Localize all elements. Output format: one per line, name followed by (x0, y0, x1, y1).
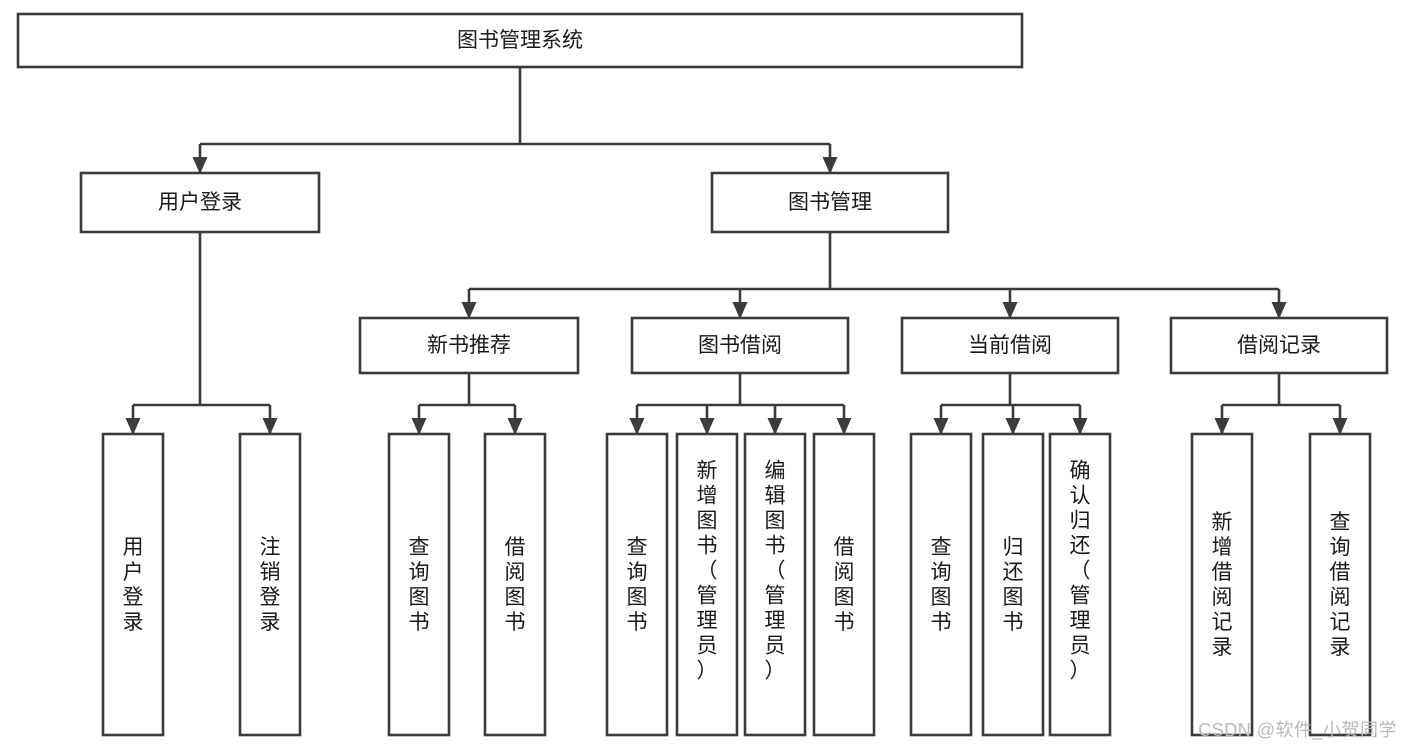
node-label-borrow-record: 借阅记录 (1237, 334, 1321, 357)
node-label-leaf-return-book: 归还图书 (1003, 536, 1024, 634)
node-user-login[interactable]: 用户登录 (79, 171, 321, 234)
node-box-leaf-return-book[interactable] (981, 432, 1045, 737)
node-label-leaf-user-logout: 注销登录 (260, 536, 281, 634)
node-box-borrow-record[interactable] (1169, 316, 1389, 375)
node-box-leaf-add-borrow-record[interactable] (1190, 432, 1254, 737)
node-new-book-recommend[interactable]: 新书推荐 (358, 316, 580, 375)
node-box-leaf-user-logout[interactable] (238, 432, 302, 737)
node-leaf-edit-book-admin[interactable]: 编辑图书（管理员） (743, 432, 807, 737)
node-box-current-borrow[interactable] (900, 316, 1120, 375)
node-label-leaf-borrow-book-1: 借阅图书 (505, 536, 526, 634)
node-box-leaf-user-login[interactable] (101, 432, 165, 737)
node-label-leaf-borrow-book-2: 借阅图书 (834, 536, 855, 634)
node-leaf-query-book-1[interactable]: 查询图书 (387, 432, 451, 737)
arrow-head-icon (699, 418, 715, 435)
node-label-leaf-query-book-3: 查询图书 (931, 536, 952, 634)
arrow-head-icon (1072, 418, 1088, 435)
node-box-leaf-confirm-return-admin[interactable] (1048, 432, 1112, 737)
arrow-head-icon (767, 418, 783, 435)
node-box-root[interactable] (16, 12, 1024, 69)
node-box-leaf-query-borrow-record[interactable] (1308, 432, 1372, 737)
node-label-leaf-add-book-admin: 新增图书（管理员） (697, 460, 718, 683)
node-leaf-query-borrow-record[interactable]: 查询借阅记录 (1308, 432, 1372, 737)
node-label-book-borrow: 图书借阅 (698, 334, 782, 357)
node-box-book-manage[interactable] (710, 171, 950, 234)
node-label-current-borrow: 当前借阅 (968, 334, 1052, 357)
node-box-leaf-query-book-3[interactable] (909, 432, 973, 737)
node-label-leaf-query-book-1: 查询图书 (409, 536, 430, 634)
node-label-leaf-query-book-2: 查询图书 (627, 536, 648, 634)
node-box-leaf-query-book-2[interactable] (605, 432, 669, 737)
arrow-head-icon (507, 418, 523, 435)
arrow-head-icon (822, 157, 838, 174)
node-book-manage[interactable]: 图书管理 (710, 171, 950, 234)
node-root[interactable]: 图书管理系统 (16, 12, 1024, 69)
arrow-head-icon (262, 418, 278, 435)
node-box-leaf-add-book-admin[interactable] (675, 432, 739, 737)
node-leaf-user-logout[interactable]: 注销登录 (238, 432, 302, 737)
node-box-user-login[interactable] (79, 171, 321, 234)
arrow-head-icon (411, 418, 427, 435)
node-box-book-borrow[interactable] (630, 316, 850, 375)
arrow-head-icon (1271, 302, 1287, 319)
node-box-leaf-query-book-1[interactable] (387, 432, 451, 737)
node-box-leaf-edit-book-admin[interactable] (743, 432, 807, 737)
node-box-leaf-borrow-book-1[interactable] (483, 432, 547, 737)
arrow-head-icon (461, 302, 477, 319)
arrow-head-icon (732, 302, 748, 319)
arrow-head-icon (629, 418, 645, 435)
node-leaf-confirm-return-admin[interactable]: 确认归还（管理员） (1048, 432, 1112, 737)
node-label-book-manage: 图书管理 (788, 191, 872, 214)
node-borrow-record[interactable]: 借阅记录 (1169, 316, 1389, 375)
node-book-borrow[interactable]: 图书借阅 (630, 316, 850, 375)
node-leaf-borrow-book-1[interactable]: 借阅图书 (483, 432, 547, 737)
node-leaf-add-book-admin[interactable]: 新增图书（管理员） (675, 432, 739, 737)
node-label-leaf-add-borrow-record: 新增借阅记录 (1212, 511, 1233, 659)
boxes-layer: 图书管理系统用户登录图书管理新书推荐图书借阅当前借阅借阅记录用户登录注销登录查询… (16, 12, 1389, 737)
arrow-head-icon (1005, 418, 1021, 435)
arrow-head-icon (1332, 418, 1348, 435)
arrow-head-icon (192, 157, 208, 174)
node-box-leaf-borrow-book-2[interactable] (812, 432, 876, 737)
node-leaf-user-login[interactable]: 用户登录 (101, 432, 165, 737)
node-label-leaf-user-login: 用户登录 (123, 536, 144, 634)
arrow-head-icon (1002, 302, 1018, 319)
node-leaf-query-book-2[interactable]: 查询图书 (605, 432, 669, 737)
node-label-leaf-query-borrow-record: 查询借阅记录 (1330, 511, 1351, 659)
node-label-new-book-recommend: 新书推荐 (427, 334, 511, 357)
node-label-root: 图书管理系统 (457, 29, 583, 52)
node-box-new-book-recommend[interactable] (358, 316, 580, 375)
node-label-leaf-confirm-return-admin: 确认归还（管理员） (1070, 460, 1091, 683)
arrow-head-icon (125, 418, 141, 435)
arrow-head-icon (1214, 418, 1230, 435)
arrow-head-icon (836, 418, 852, 435)
node-label-user-login: 用户登录 (158, 191, 242, 214)
arrow-head-icon (933, 418, 949, 435)
node-current-borrow[interactable]: 当前借阅 (900, 316, 1120, 375)
node-leaf-borrow-book-2[interactable]: 借阅图书 (812, 432, 876, 737)
node-leaf-query-book-3[interactable]: 查询图书 (909, 432, 973, 737)
node-label-leaf-edit-book-admin: 编辑图书（管理员） (765, 460, 786, 683)
node-leaf-return-book[interactable]: 归还图书 (981, 432, 1045, 737)
connectors-layer (125, 67, 1348, 435)
node-leaf-add-borrow-record[interactable]: 新增借阅记录 (1190, 432, 1254, 737)
